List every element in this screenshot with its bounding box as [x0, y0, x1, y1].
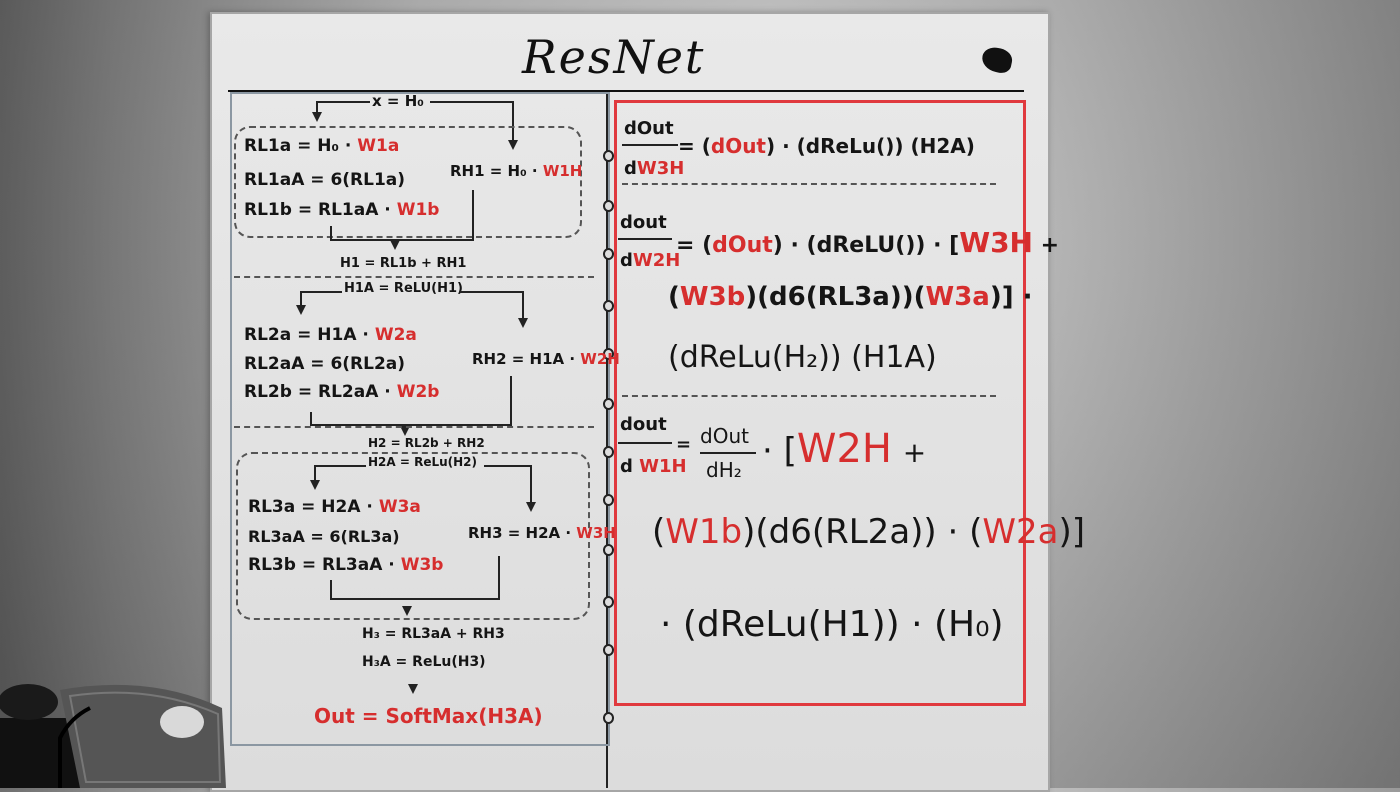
center-divider	[606, 92, 608, 788]
block3-line2: RL3aA = 6(RL3a)	[248, 527, 400, 546]
right-panel-frame	[614, 100, 1026, 706]
input-label: x = H₀	[372, 92, 424, 110]
eq3-line2: (W1b)(d6(RL2a)) · (W2a)]	[652, 512, 1085, 552]
h1-sum: H1 = RL1b + RH1	[340, 256, 467, 271]
eq3-equals: =	[676, 434, 692, 455]
residual-block-3	[236, 452, 590, 620]
board-title: ResNet	[522, 30, 706, 84]
left-panel-frame	[230, 92, 610, 746]
eq2-line2: (W3b)(d6(RL3a))(W3a)] ·	[668, 282, 1033, 312]
h3a-relu: H₃A = ReLu(H3)	[362, 654, 486, 670]
whiteboard	[210, 12, 1050, 792]
eq1-numerator: dOut	[624, 118, 674, 139]
block1-line2: RL1aA = 6(RL1a)	[244, 170, 406, 190]
eq2-line1: = (dOut) · (dReLU()) · [W3H +	[676, 226, 1060, 259]
rh2-expression: RH2 = H1A · W2H	[472, 350, 620, 368]
eq3-chain-bar	[700, 452, 756, 454]
h1a-relu: H1A = ReLU(H1)	[344, 281, 463, 296]
block1-line3: RL1b = RL1aA · W1b	[244, 200, 440, 220]
eq3-line3: · (dReLu(H1)) · (H₀)	[660, 604, 1004, 645]
eq2-numerator: dout	[620, 212, 667, 233]
eq3-fraction-bar	[618, 442, 672, 444]
eq1-rhs: = (dOut) · (dReLu()) (H2A)	[678, 134, 975, 158]
eq1-fraction-bar	[622, 144, 678, 146]
eq3-line1: · [W2H +	[762, 426, 927, 472]
rh1-expression: RH1 = H₀ · W1H	[450, 162, 583, 180]
rh3-expression: RH3 = H2A · W3H	[468, 524, 616, 542]
eq2-line3: (dReLu(H₂)) (H1A)	[668, 340, 937, 375]
eq2-fraction-bar	[618, 238, 672, 240]
h2a-relu: H2A = ReLu(H2)	[368, 455, 478, 469]
eq1-denominator: dW3H	[624, 158, 685, 179]
h3-sum: H₃ = RL3aA + RH3	[362, 626, 505, 642]
block2-line1: RL2a = H1A · W2a	[244, 325, 417, 345]
eq3-chain-numerator: dOut	[700, 424, 749, 448]
eq3-denominator: d W1H	[620, 456, 687, 477]
title-underline	[228, 90, 1024, 92]
chair-foreground	[0, 684, 226, 788]
h2-sum: H2 = RL2b + RH2	[368, 436, 485, 450]
softmax-output: Out = SoftMax(H3A)	[314, 704, 543, 728]
block1-line1: RL1a = H₀ · W1a	[244, 136, 400, 156]
eq2-denominator: dW2H	[620, 250, 681, 271]
block3-line1: RL3a = H2A · W3a	[248, 497, 421, 517]
block2-line2: RL2aA = 6(RL2a)	[244, 354, 406, 374]
eq3-chain-denominator: dH₂	[706, 458, 742, 482]
eq3-numerator: dout	[620, 414, 667, 435]
residual-block-1	[234, 126, 582, 238]
block2-line3: RL2b = RL2aA · W2b	[244, 382, 440, 402]
block3-line3: RL3b = RL3aA · W3b	[248, 555, 444, 575]
